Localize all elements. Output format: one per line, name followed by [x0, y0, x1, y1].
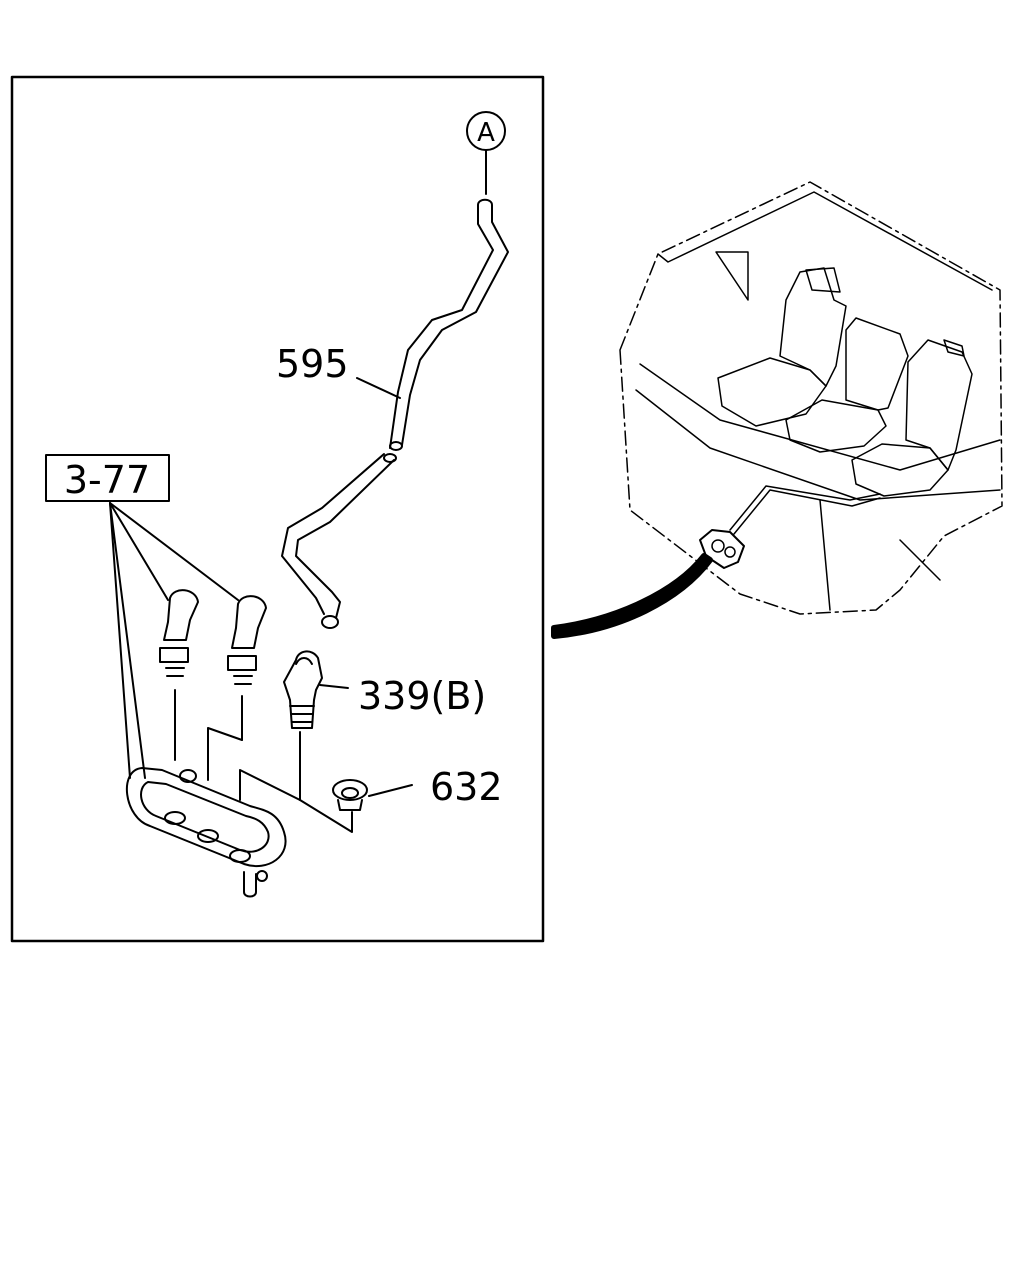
callout-a: A — [466, 111, 506, 195]
base-plate — [125, 767, 287, 898]
leader-632 — [368, 784, 413, 797]
pointer-arrow — [551, 553, 713, 639]
label-632: 632 — [430, 765, 503, 809]
leader-339b — [319, 684, 349, 689]
elbow-fitting-left — [159, 589, 199, 761]
leader-595 — [356, 377, 401, 399]
grommet-632 — [332, 779, 368, 811]
connection-lines — [207, 727, 353, 833]
elbow-339b — [283, 650, 323, 801]
vehicle-cab-overview — [619, 181, 1003, 615]
callout-a-label: A — [477, 118, 495, 148]
detail-frame — [10, 75, 545, 943]
label-3-77: 3-77 — [64, 458, 150, 502]
label-339b: 339(B) — [358, 674, 486, 718]
ref-box-3-77: 3-77 — [45, 454, 239, 779]
hose-595 — [389, 198, 509, 451]
label-595: 595 — [276, 342, 349, 386]
elbow-fitting-right — [227, 595, 267, 741]
hose-lower — [281, 453, 397, 629]
